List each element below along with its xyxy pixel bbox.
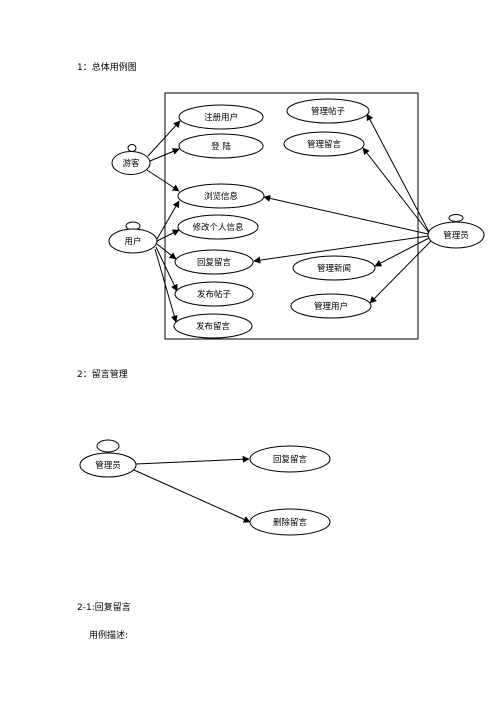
usecase-leave-message: 发布留言 xyxy=(173,313,253,339)
usecase-manage-posts-label: 管理帖子 xyxy=(311,106,346,117)
heading-reply-message: 2-1:回复留言 xyxy=(77,603,131,613)
usecase-manage-news-label: 管理新闻 xyxy=(317,263,351,274)
assoc-user-leave-message xyxy=(154,248,178,323)
assoc-user-browse xyxy=(156,200,180,240)
usecase-delete-message: 删除留言 xyxy=(249,508,331,536)
heading-message-management: 2：留言管理 xyxy=(77,370,128,380)
assoc-guest-register xyxy=(147,120,181,157)
actor-admin: 管理员 xyxy=(427,214,485,249)
usecase-delete-message-label: 删除留言 xyxy=(273,517,308,528)
assoc-admin-manage-news xyxy=(374,237,430,267)
assoc-admin-manage-messages xyxy=(362,147,430,234)
assoc-guest-browse xyxy=(146,169,180,192)
actor-admin-2: 管理员 xyxy=(79,439,137,478)
page-mark: · · · xyxy=(244,652,252,658)
usecase-manage-news: 管理新闻 xyxy=(292,255,376,281)
usecase-reply-2: 回复留言 xyxy=(249,445,331,473)
usecase-manage-messages-label: 管理留言 xyxy=(307,139,342,150)
assoc-user-modify xyxy=(156,229,180,242)
usecase-modify-profile: 修改个人信息 xyxy=(177,214,259,240)
usecase-browse: 浏览信息 xyxy=(177,183,265,209)
usecase-manage-users-label: 管理用户 xyxy=(314,301,348,312)
usecase-modify-profile-label: 修改个人信息 xyxy=(192,222,244,233)
usecase-manage-messages: 管理留言 xyxy=(283,131,365,157)
actor-user-label: 用户 xyxy=(124,236,141,247)
usecase-register-label: 注册用户 xyxy=(204,112,238,123)
system-boundary xyxy=(164,92,419,340)
usecase-reply-2-label: 回复留言 xyxy=(273,454,308,465)
usecase-reply: 回复留言 xyxy=(174,249,254,275)
actor-admin-label: 管理员 xyxy=(443,230,469,241)
usecase-description-label: 用例描述: xyxy=(89,631,129,641)
usecase-post: 发布帖子 xyxy=(174,281,254,307)
assoc-admin-manage-posts xyxy=(366,113,430,233)
usecase-post-label: 发布帖子 xyxy=(197,289,232,300)
usecase-manage-posts: 管理帖子 xyxy=(286,98,370,124)
usecase-login-label: 登 陆 xyxy=(211,141,231,152)
usecase-login: 登 陆 xyxy=(178,133,264,159)
assoc-admin-reply xyxy=(253,235,429,264)
assoc-admin-browse xyxy=(263,194,429,235)
assoc-user-post xyxy=(155,246,178,292)
usecase-register: 注册用户 xyxy=(178,104,264,130)
actor-admin-2-label: 管理员 xyxy=(95,460,121,471)
actor-user: 用户 xyxy=(108,221,158,254)
assoc-guest-login xyxy=(149,148,180,162)
usecase-reply-label: 回复留言 xyxy=(197,257,232,268)
assoc-admin-manage-users xyxy=(369,240,432,304)
assoc-user-reply xyxy=(156,243,177,260)
assoc-admin2-delete xyxy=(133,469,251,523)
usecase-leave-message-label: 发布留言 xyxy=(196,321,231,332)
usecase-browse-label: 浏览信息 xyxy=(204,191,239,202)
actor-guest-label: 游客 xyxy=(122,158,140,169)
heading-overall-usecase: 1：总体用例图 xyxy=(77,63,137,73)
usecase-manage-users: 管理用户 xyxy=(290,293,372,319)
actor-guest: 游客 xyxy=(111,144,151,175)
assoc-admin2-reply xyxy=(135,455,250,465)
